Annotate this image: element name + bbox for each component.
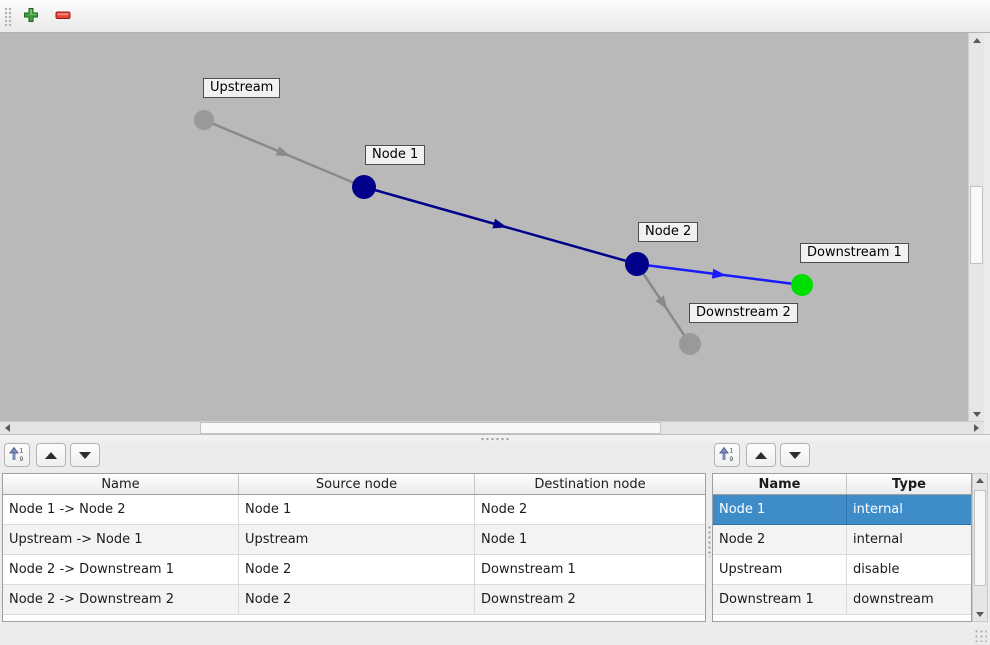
edge-move-down-button[interactable]: [70, 443, 100, 467]
table-row[interactable]: Node 1 internal: [713, 495, 971, 525]
table-cell: downstream: [853, 592, 934, 607]
table-cell: Node 1 -> Node 2: [3, 495, 239, 524]
table-cell: Upstream: [713, 555, 847, 584]
node-label-node2[interactable]: Node 2: [638, 222, 699, 242]
scroll-down-icon: [972, 411, 981, 417]
horizontal-scrollbar-thumb[interactable]: [200, 422, 661, 434]
node-table-header: Name Type: [713, 474, 971, 495]
node-sort-button[interactable]: 1 9: [714, 443, 740, 467]
graph-node-node1[interactable]: [352, 175, 376, 199]
header-name[interactable]: Name: [713, 474, 847, 494]
scroll-down-button[interactable]: [969, 407, 984, 421]
table-row[interactable]: Node 2 internal: [713, 525, 971, 555]
graph-node-upstream[interactable]: [194, 110, 214, 130]
header-type[interactable]: Type: [892, 476, 926, 492]
scroll-down-button[interactable]: [973, 608, 987, 621]
header-name[interactable]: Name: [3, 474, 239, 494]
canvas-horizontal-scrollbar[interactable]: [0, 421, 984, 434]
graph-node-downstream1[interactable]: [791, 274, 813, 296]
svg-text:9: 9: [20, 456, 24, 462]
table-row[interactable]: Upstream disable: [713, 555, 971, 585]
canvas-vertical-scrollbar[interactable]: [968, 33, 984, 421]
edge-arrow-icon: [711, 268, 727, 279]
table-cell: Node 1: [713, 495, 847, 524]
edge-move-up-button[interactable]: [36, 443, 66, 467]
node-table-scrollbar[interactable]: [972, 473, 988, 622]
table-scrollbar-thumb[interactable]: [974, 490, 986, 586]
move-down-icon: [789, 451, 801, 459]
node-label-node1[interactable]: Node 1: [365, 145, 426, 165]
node-move-down-button[interactable]: [780, 443, 810, 467]
table-cell: Upstream -> Node 1: [3, 525, 239, 554]
scroll-up-icon: [976, 478, 984, 483]
add-button[interactable]: [18, 4, 44, 29]
table-cell: Node 1: [239, 495, 475, 524]
main-toolbar: [0, 0, 990, 33]
header-destination-node[interactable]: Destination node: [534, 476, 646, 492]
splitter-grip-icon: [480, 437, 510, 441]
edge-table: Name Source node Destination node Node 1…: [2, 473, 706, 622]
remove-button[interactable]: [50, 4, 76, 29]
table-cell: Downstream 2: [481, 592, 576, 607]
edge-arrow-icon: [492, 218, 508, 229]
node-label-downstream1[interactable]: Downstream 1: [800, 243, 909, 263]
table-cell: Node 2: [239, 585, 475, 614]
graph-node-downstream2[interactable]: [679, 333, 701, 355]
table-cell: Node 2: [713, 525, 847, 554]
horizontal-pane-splitter[interactable]: [0, 434, 990, 441]
svg-text:1: 1: [730, 447, 734, 454]
move-down-icon: [79, 451, 91, 459]
table-row[interactable]: Downstream 1 downstream: [713, 585, 971, 615]
header-source-node[interactable]: Source node: [239, 474, 475, 494]
table-cell: Node 2: [239, 555, 475, 584]
move-up-icon: [755, 451, 767, 459]
sort-ascending-icon: 1 9: [719, 446, 735, 465]
scroll-left-icon: [4, 424, 10, 432]
move-up-icon: [45, 451, 57, 459]
window-resize-grip[interactable]: [974, 629, 987, 642]
table-cell: Node 2: [481, 502, 528, 517]
table-cell: internal: [853, 532, 903, 547]
svg-text:1: 1: [20, 447, 24, 454]
table-cell: internal: [853, 502, 903, 517]
scroll-up-icon: [972, 37, 981, 43]
table-cell: Downstream 1: [713, 585, 847, 614]
scroll-up-button[interactable]: [969, 33, 984, 47]
scroll-right-icon: [973, 424, 979, 432]
table-cell: Downstream 1: [481, 562, 576, 577]
add-plus-icon: [22, 6, 40, 27]
edge-arrow-icon: [655, 295, 668, 310]
edge-sort-button[interactable]: 1 9: [4, 443, 30, 467]
graph-node-node2[interactable]: [625, 252, 649, 276]
node-move-up-button[interactable]: [746, 443, 776, 467]
remove-minus-icon: [54, 6, 72, 27]
edge-arrow-icon: [275, 146, 291, 157]
toolbar-grip-handle[interactable]: [4, 7, 13, 27]
edge-table-header: Name Source node Destination node: [3, 474, 705, 495]
scroll-down-icon: [976, 612, 984, 617]
node-label-upstream[interactable]: Upstream: [203, 78, 281, 98]
scroll-right-button[interactable]: [968, 422, 984, 434]
scroll-up-button[interactable]: [973, 474, 987, 487]
vertical-pane-splitter[interactable]: [707, 525, 712, 557]
table-cell: Node 1: [481, 532, 528, 547]
svg-text:9: 9: [730, 456, 734, 462]
table-cell: Upstream: [239, 525, 475, 554]
table-cell: disable: [853, 562, 900, 577]
scroll-left-button[interactable]: [0, 422, 14, 434]
table-cell: Node 2 -> Downstream 1: [3, 555, 239, 584]
sort-ascending-icon: 1 9: [9, 446, 25, 465]
node-label-downstream2[interactable]: Downstream 2: [689, 303, 798, 323]
graph-svg: [194, 110, 813, 355]
vertical-scrollbar-thumb[interactable]: [970, 186, 983, 264]
table-cell: Node 2 -> Downstream 2: [3, 585, 239, 614]
